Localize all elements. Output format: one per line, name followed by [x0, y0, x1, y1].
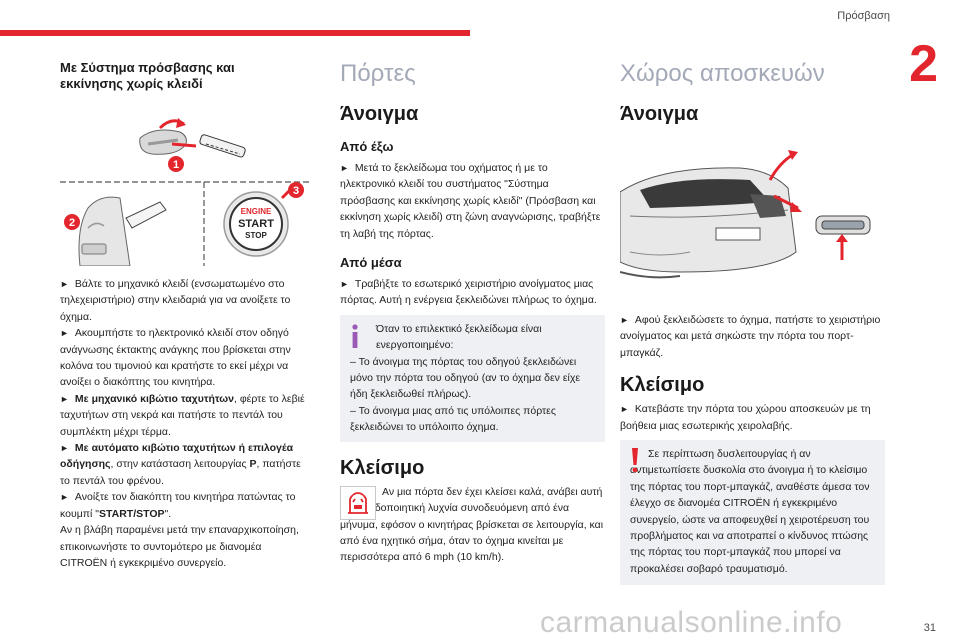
step-manual-gearbox: ►Με μηχανικό κιβώτιο ταχυτήτων, φέρτε το…: [60, 392, 305, 438]
step-automatic-gearbox: ►Με αυτόματο κιβώτιο ταχυτήτων ή επιλογέ…: [60, 442, 301, 487]
bullet-arrow-icon: ►: [60, 443, 69, 454]
doors-open-heading: Άνοιγμα: [340, 103, 419, 125]
contact-dealer-text: Αν η βλάβη παραμένει μετά την επαναρχικο…: [60, 524, 299, 569]
step-start-stop: ►Ανοίξτε τον διακόπτη του κινητήρα πατών…: [60, 491, 296, 520]
boot-release-control-icon: [815, 215, 871, 235]
boot-warning-text: Σε περίπτωση δυσλειτουργίας ή αν αντιμετ…: [630, 448, 870, 575]
outside-text: ►Μετά το ξεκλείδωμα του οχήματος ή με το…: [340, 162, 601, 240]
doors-category-title: Πόρτες: [340, 60, 416, 87]
steering-column-icon: [78, 196, 167, 267]
callout-2-label: 2: [69, 217, 75, 229]
inside-text: ►Τραβήξτε το εσωτερικό χειριστήριο ανοίγ…: [340, 278, 597, 307]
outside-heading: Από έξω: [340, 139, 394, 154]
button-start-label: START: [238, 218, 274, 230]
boot-illustration: [619, 132, 885, 302]
mechanical-key-icon: [199, 134, 246, 158]
bullet-arrow-icon: ►: [60, 393, 69, 404]
button-stop-label: STOP: [245, 231, 267, 240]
boot-warning-box: Σε περίπτωση δυσλειτουργίας ή αν αντιμετ…: [620, 440, 885, 586]
bullet-arrow-icon: ►: [60, 492, 69, 503]
tailgate-figure: [619, 150, 871, 279]
step-reader: ►Ακουμπήστε το ηλεκτρονικό κλειδί στον ο…: [60, 327, 291, 389]
door-handle-key-figure: 1 2 ENGINE START STOP 3: [60, 118, 310, 267]
callout-2: [64, 214, 80, 230]
button-engine-label: ENGINE: [241, 207, 272, 216]
bullet-arrow-icon: ►: [340, 279, 349, 290]
door-close-text: Αν μια πόρτα δεν έχει κλείσει καλά, ανάβ…: [340, 485, 604, 564]
boot-close-heading: Κλείσιμο: [620, 374, 705, 397]
boot-open-text: ►Αφού ξεκλειδώσετε το όχημα, πατήστε το …: [620, 314, 881, 359]
keyless-heading: Με Σύστημα πρόσβασης και εκκίνησης χωρίς…: [60, 60, 235, 91]
info-line-3: – Το άνοιγμα μιας από τις υπόλοιπες πόρτ…: [350, 404, 556, 434]
callout-1: [168, 156, 184, 172]
bullet-arrow-icon: ►: [620, 315, 629, 325]
bullet-arrow-icon: ►: [620, 404, 629, 415]
chapter-number: 2: [909, 35, 938, 93]
page-number: 31: [923, 622, 936, 634]
watermark: carmanualsonline.info: [540, 606, 843, 639]
door-warning-row: Αν μια πόρτα δεν έχει κλείσει καλά, ανάβ…: [340, 484, 605, 566]
boot-open-heading: Άνοιγμα: [620, 103, 699, 125]
doors-close-heading: Κλείσιμο: [340, 456, 425, 479]
column-doors: Πόρτες Άνοιγμα Από έξω ►Μετά το ξεκλείδω…: [340, 60, 605, 566]
door-handle-icon: [139, 129, 187, 155]
boot-close-text: ►Κατεβάστε την πόρτα του χώρου αποσκευών…: [620, 403, 871, 432]
info-line-1: Όταν το επιλεκτικό ξεκλείδωμα είναι ενερ…: [376, 322, 542, 352]
column-keyless-access: Με Σύστημα πρόσβασης και εκκίνησης χωρίς…: [60, 60, 310, 571]
info-icon: [352, 324, 358, 348]
start-stop-button-icon: ENGINE START STOP: [223, 191, 289, 257]
car-rear-icon: [619, 167, 797, 279]
key-illustration: 1 2 ENGINE START STOP 3: [60, 98, 310, 267]
callout-3-label: 3: [293, 185, 299, 197]
door-open-warning-icon: [340, 485, 376, 520]
inside-heading: Από μέσα: [340, 255, 402, 271]
selective-unlock-info-box: Όταν το επιλεκτικό ξεκλείδωμα είναι ενερ…: [340, 314, 605, 442]
boot-category-title: Χώρος αποσκευών: [620, 60, 825, 87]
section-title: Πρόσβαση: [837, 10, 890, 22]
column-boot: Χώρος αποσκευών Άνοιγμα ►Αφ: [619, 60, 885, 586]
callout-3: [288, 182, 304, 198]
bullet-arrow-icon: ►: [340, 163, 349, 173]
warning-icon: [632, 448, 638, 473]
info-line-2: – Το άνοιγμα της πόρτας του οδηγού ξεκλε…: [350, 355, 581, 401]
bullet-arrow-icon: ►: [60, 279, 69, 289]
step-insert-key: ►Βάλτε το μηχανικό κλειδί (ενσωματωμένο …: [60, 278, 291, 323]
header-accent-bar: [0, 30, 470, 36]
callout-1-label: 1: [173, 159, 179, 171]
bullet-arrow-icon: ►: [60, 328, 69, 339]
